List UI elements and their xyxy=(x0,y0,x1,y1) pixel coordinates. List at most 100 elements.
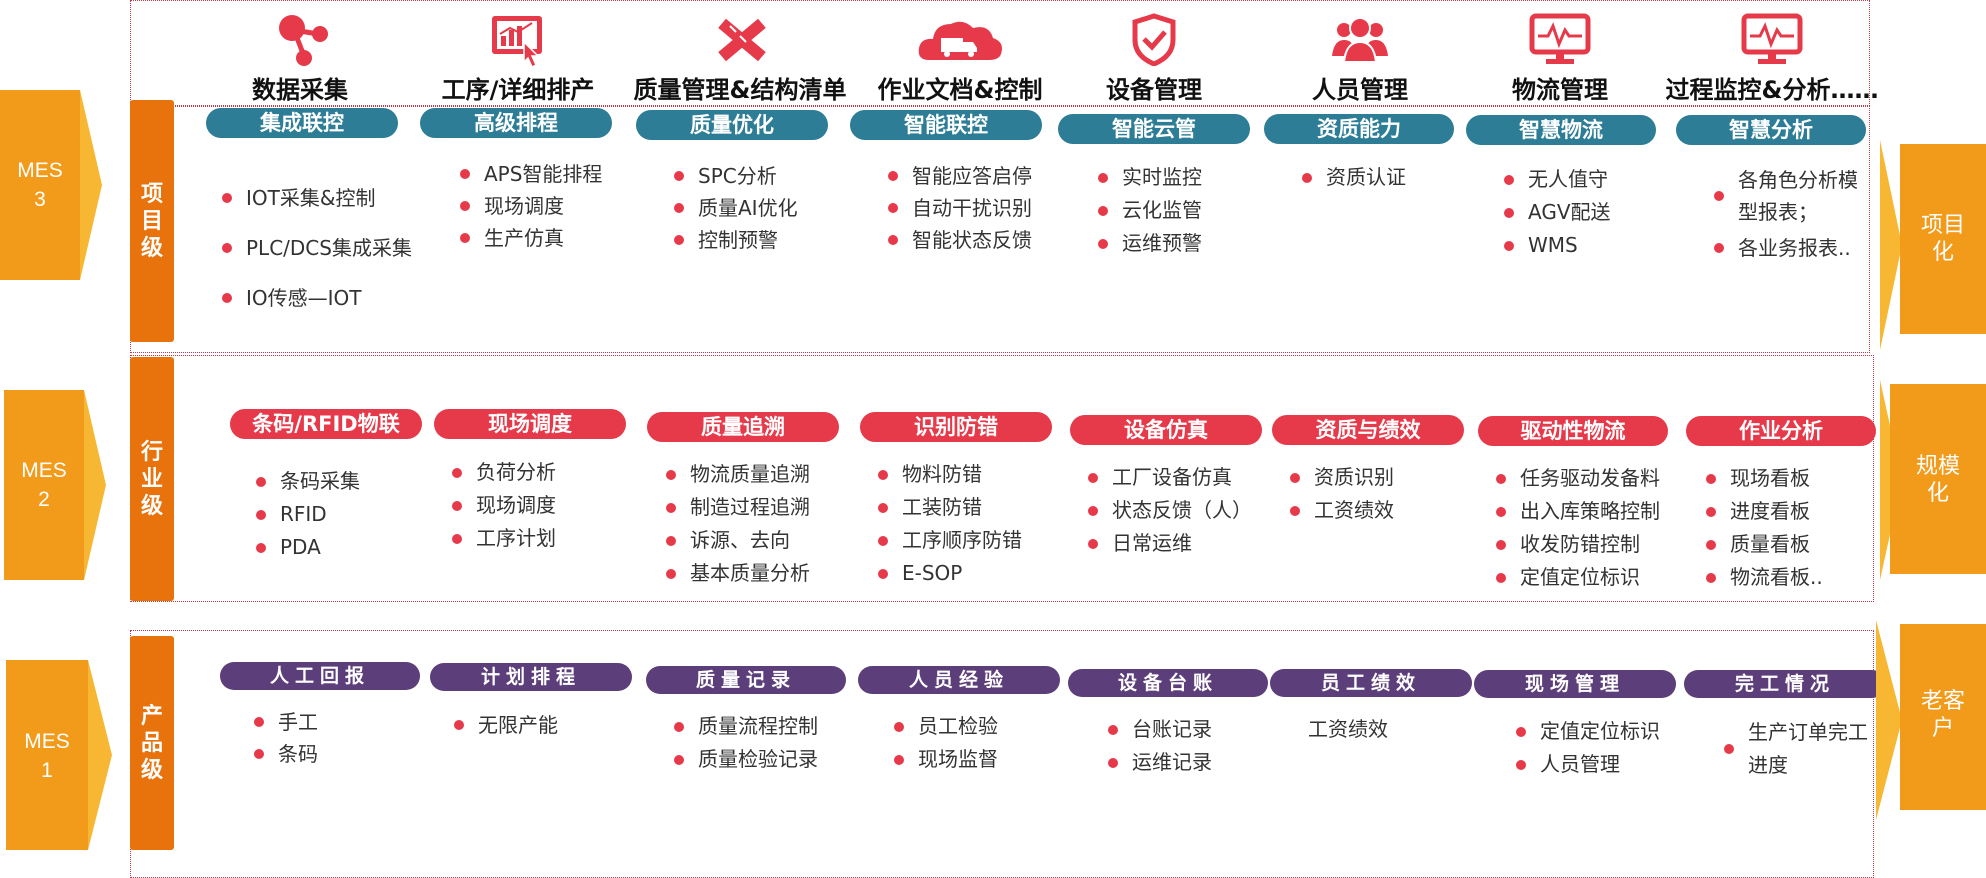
product-list-2: 质量流程控制 质量检验记录 xyxy=(670,710,818,776)
right-arrow-project xyxy=(1880,140,1986,350)
list-item: 现场看板 xyxy=(1702,462,1823,495)
product-list-4: 台账记录 运维记录 xyxy=(1104,713,1212,779)
list-item: WMS xyxy=(1500,229,1611,262)
mes2-arrow xyxy=(4,390,106,580)
project-list-5: 资质认证 xyxy=(1298,161,1406,194)
list-item: 进度看板 xyxy=(1702,495,1823,528)
list-item: AGV配送 xyxy=(1500,196,1611,229)
monitor-pulse-icon xyxy=(1529,13,1591,64)
module-name: 质量管理&结构清单 xyxy=(633,76,847,104)
list-item: 质量看板 xyxy=(1702,528,1823,561)
mes3-label: MES 3 xyxy=(17,159,63,211)
level-project-tab: 项目级 xyxy=(130,100,174,342)
right-label-project: 项目 化 xyxy=(1920,213,1965,265)
project-list-0: IOT采集&控制 PLC/DCS集成采集 IO传感—IOT xyxy=(218,173,412,323)
list-item: 智能状态反馈 xyxy=(884,224,1032,256)
right-arrow-product xyxy=(1876,620,1986,820)
list-item: 员工检验 xyxy=(890,710,998,743)
monitor-pulse-icon xyxy=(1741,13,1803,64)
project-list-6: 无人值守 AGV配送 WMS xyxy=(1500,163,1611,262)
list-item: 物流看板.. xyxy=(1702,561,1823,594)
list-item: 日常运维 xyxy=(1084,527,1252,560)
list-item: 工序计划 xyxy=(448,522,556,555)
module-equipment: 设备管理 xyxy=(1064,8,1244,108)
industry-list-0: 条码采集 RFID PDA xyxy=(252,465,360,564)
header-frame xyxy=(130,0,1870,106)
list-item: 各角色分析模型报表； xyxy=(1710,164,1870,228)
level-product-tab: 产品级 xyxy=(130,636,174,850)
right-label-product: 老客 户 xyxy=(1920,689,1965,741)
module-personnel: 人员管理 xyxy=(1270,8,1450,108)
module-logistics: 物流管理 xyxy=(1470,8,1650,108)
industry-list-1: 负荷分析 现场调度 工序计划 xyxy=(448,456,556,555)
shield-check-icon xyxy=(1132,13,1176,66)
module-name: 过程监控&分析…… xyxy=(1665,76,1879,104)
list-item: PDA xyxy=(252,531,360,564)
list-item: 资质认证 xyxy=(1298,161,1406,194)
module-name: 作业文档&控制 xyxy=(877,76,1043,104)
industry-pill-1: 现场调度 xyxy=(434,409,626,439)
list-item: 工厂设备仿真 xyxy=(1084,461,1252,494)
module-monitoring: 过程监控&分析…… xyxy=(1666,8,1878,108)
list-item: 诉源、去向 xyxy=(662,524,810,557)
product-pill-3: 人员经验 xyxy=(858,666,1060,694)
industry-pill-7: 作业分析 xyxy=(1686,416,1876,446)
module-quality: 质量管理&结构清单 xyxy=(634,8,846,108)
list-item: 物流质量追溯 xyxy=(662,458,810,491)
product-pill-7: 完工情况 xyxy=(1684,670,1886,698)
list-item: 工序顺序防错 xyxy=(874,524,1022,557)
product-list-6: 定值定位标识 人员管理 xyxy=(1512,715,1660,781)
list-item: 质量流程控制 xyxy=(670,710,818,743)
right-label-industry: 规模 化 xyxy=(1915,454,1960,506)
list-item: 条码采集 xyxy=(252,465,360,498)
list-item: 运维记录 xyxy=(1104,746,1212,779)
module-work-docs: 作业文档&控制 xyxy=(870,8,1050,108)
list-item: 物料防错 xyxy=(874,458,1022,491)
list-item: 控制预警 xyxy=(670,224,798,256)
list-item: RFID xyxy=(252,498,360,531)
product-pill-6: 现场管理 xyxy=(1474,670,1676,698)
product-pill-5: 员工绩效 xyxy=(1270,669,1472,697)
list-item: 任务驱动发备料 xyxy=(1492,462,1660,495)
list-item: 智能应答启停 xyxy=(884,160,1032,192)
industry-pill-3: 识别防错 xyxy=(860,412,1052,442)
project-pill-6: 智慧物流 xyxy=(1466,115,1656,145)
list-item: 条码 xyxy=(250,738,318,770)
list-item: 基本质量分析 xyxy=(662,557,810,590)
list-item: SPC分析 xyxy=(670,160,798,192)
list-item: 工资绩效 xyxy=(1286,494,1394,527)
module-name: 工序/详细排产 xyxy=(441,76,595,104)
list-item: 无人值守 xyxy=(1500,163,1611,196)
right-arrow-industry xyxy=(1880,380,1986,580)
list-item: 定值定位标识 xyxy=(1492,561,1660,594)
industry-list-7: 现场看板 进度看板 质量看板 物流看板.. xyxy=(1702,462,1823,594)
industry-pill-5: 资质与绩效 xyxy=(1272,415,1464,445)
module-data-collection: 数据采集 xyxy=(210,8,390,108)
list-item: 负荷分析 xyxy=(448,456,556,489)
project-list-7: 各角色分析模型报表； 各业务报表.. xyxy=(1710,164,1870,264)
industry-list-4: 工厂设备仿真 状态反馈（人） 日常运维 xyxy=(1084,461,1252,560)
module-name: 设备管理 xyxy=(1106,76,1202,104)
list-item: 工装防错 xyxy=(874,491,1022,524)
project-pill-0: 集成联控 xyxy=(206,108,398,138)
list-item: 生产仿真 xyxy=(456,222,602,254)
list-item: 现场监督 xyxy=(890,743,998,776)
list-item: 云化监管 xyxy=(1094,194,1202,227)
product-list-5: 工资绩效 xyxy=(1308,713,1388,746)
mes2-label: MES 2 xyxy=(21,459,67,511)
list-item: 制造过程追溯 xyxy=(662,491,810,524)
module-name: 数据采集 xyxy=(252,76,348,104)
people-group-icon xyxy=(1332,17,1388,63)
module-name: 人员管理 xyxy=(1312,76,1408,104)
list-item: 生产订单完工进度 xyxy=(1720,716,1880,782)
project-list-2: SPC分析 质量AI优化 控制预警 xyxy=(670,160,798,256)
project-pill-1: 高级排程 xyxy=(420,108,612,138)
industry-pill-6: 驱动性物流 xyxy=(1478,416,1668,446)
list-item: 手工 xyxy=(250,706,318,738)
product-list-7: 生产订单完工进度 xyxy=(1720,716,1880,782)
product-list-0: 手工 条码 xyxy=(250,706,318,770)
product-pill-2: 质量记录 xyxy=(646,666,846,694)
list-item: 状态反馈（人） xyxy=(1084,494,1252,527)
list-item: 定值定位标识 xyxy=(1512,715,1660,748)
mes3-arrow xyxy=(0,90,102,280)
